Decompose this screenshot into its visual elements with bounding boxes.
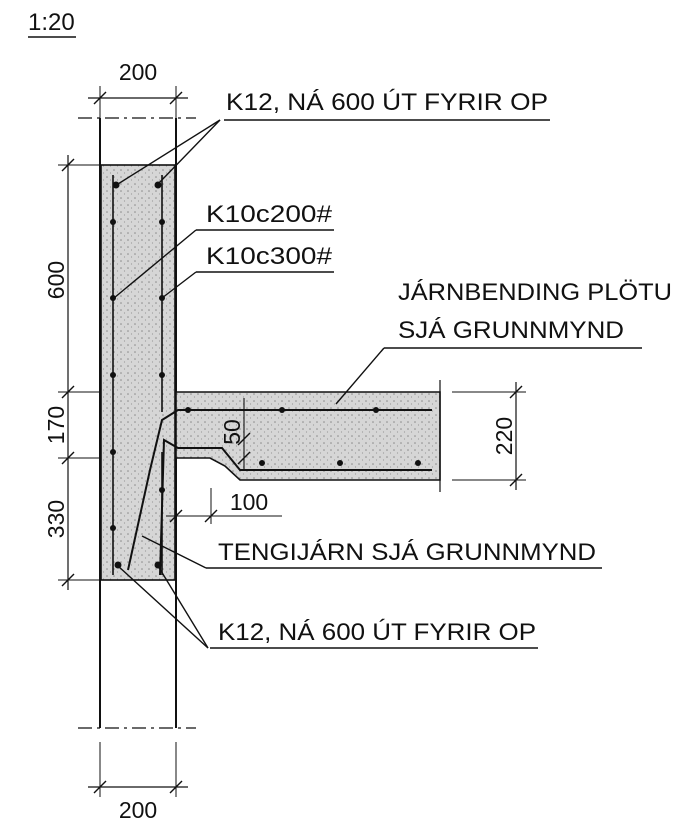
label-connecting-bars: TENGIJÁRN SJÁ GRUNNMYND	[218, 539, 596, 566]
dim-slab-zone: 170	[43, 406, 69, 444]
label-mesh-outer: K10c300#	[206, 243, 333, 270]
dim-slab-step: 50	[219, 419, 245, 445]
dim-slab-thickness: 220	[491, 417, 517, 455]
rebar-dots	[110, 181, 421, 569]
label-rebar-top: K12, NÁ 600 ÚT FYRIR OP	[226, 89, 548, 116]
dim-wall-width-top: 200	[119, 59, 157, 85]
slab-bottom-rebar	[159, 438, 432, 576]
dim-slab-offset: 100	[230, 489, 268, 515]
label-slab-rebar-line2: SJÁ GRUNNMYND	[398, 317, 624, 344]
dim-upper-zone: 600	[43, 261, 69, 299]
scale-label: 1:20	[28, 9, 75, 36]
slab-top-rebar	[127, 409, 432, 571]
label-rebar-bottom: K12, NÁ 600 ÚT FYRIR OP	[218, 619, 536, 646]
dim-lower-zone: 330	[43, 500, 69, 538]
label-mesh-inner: K10c200#	[206, 201, 333, 228]
slab-concrete-section	[175, 391, 441, 481]
label-slab-rebar-line1: JÁRNBENDING PLÖTU	[398, 279, 672, 306]
dim-wall-width-bottom: 200	[119, 797, 157, 823]
